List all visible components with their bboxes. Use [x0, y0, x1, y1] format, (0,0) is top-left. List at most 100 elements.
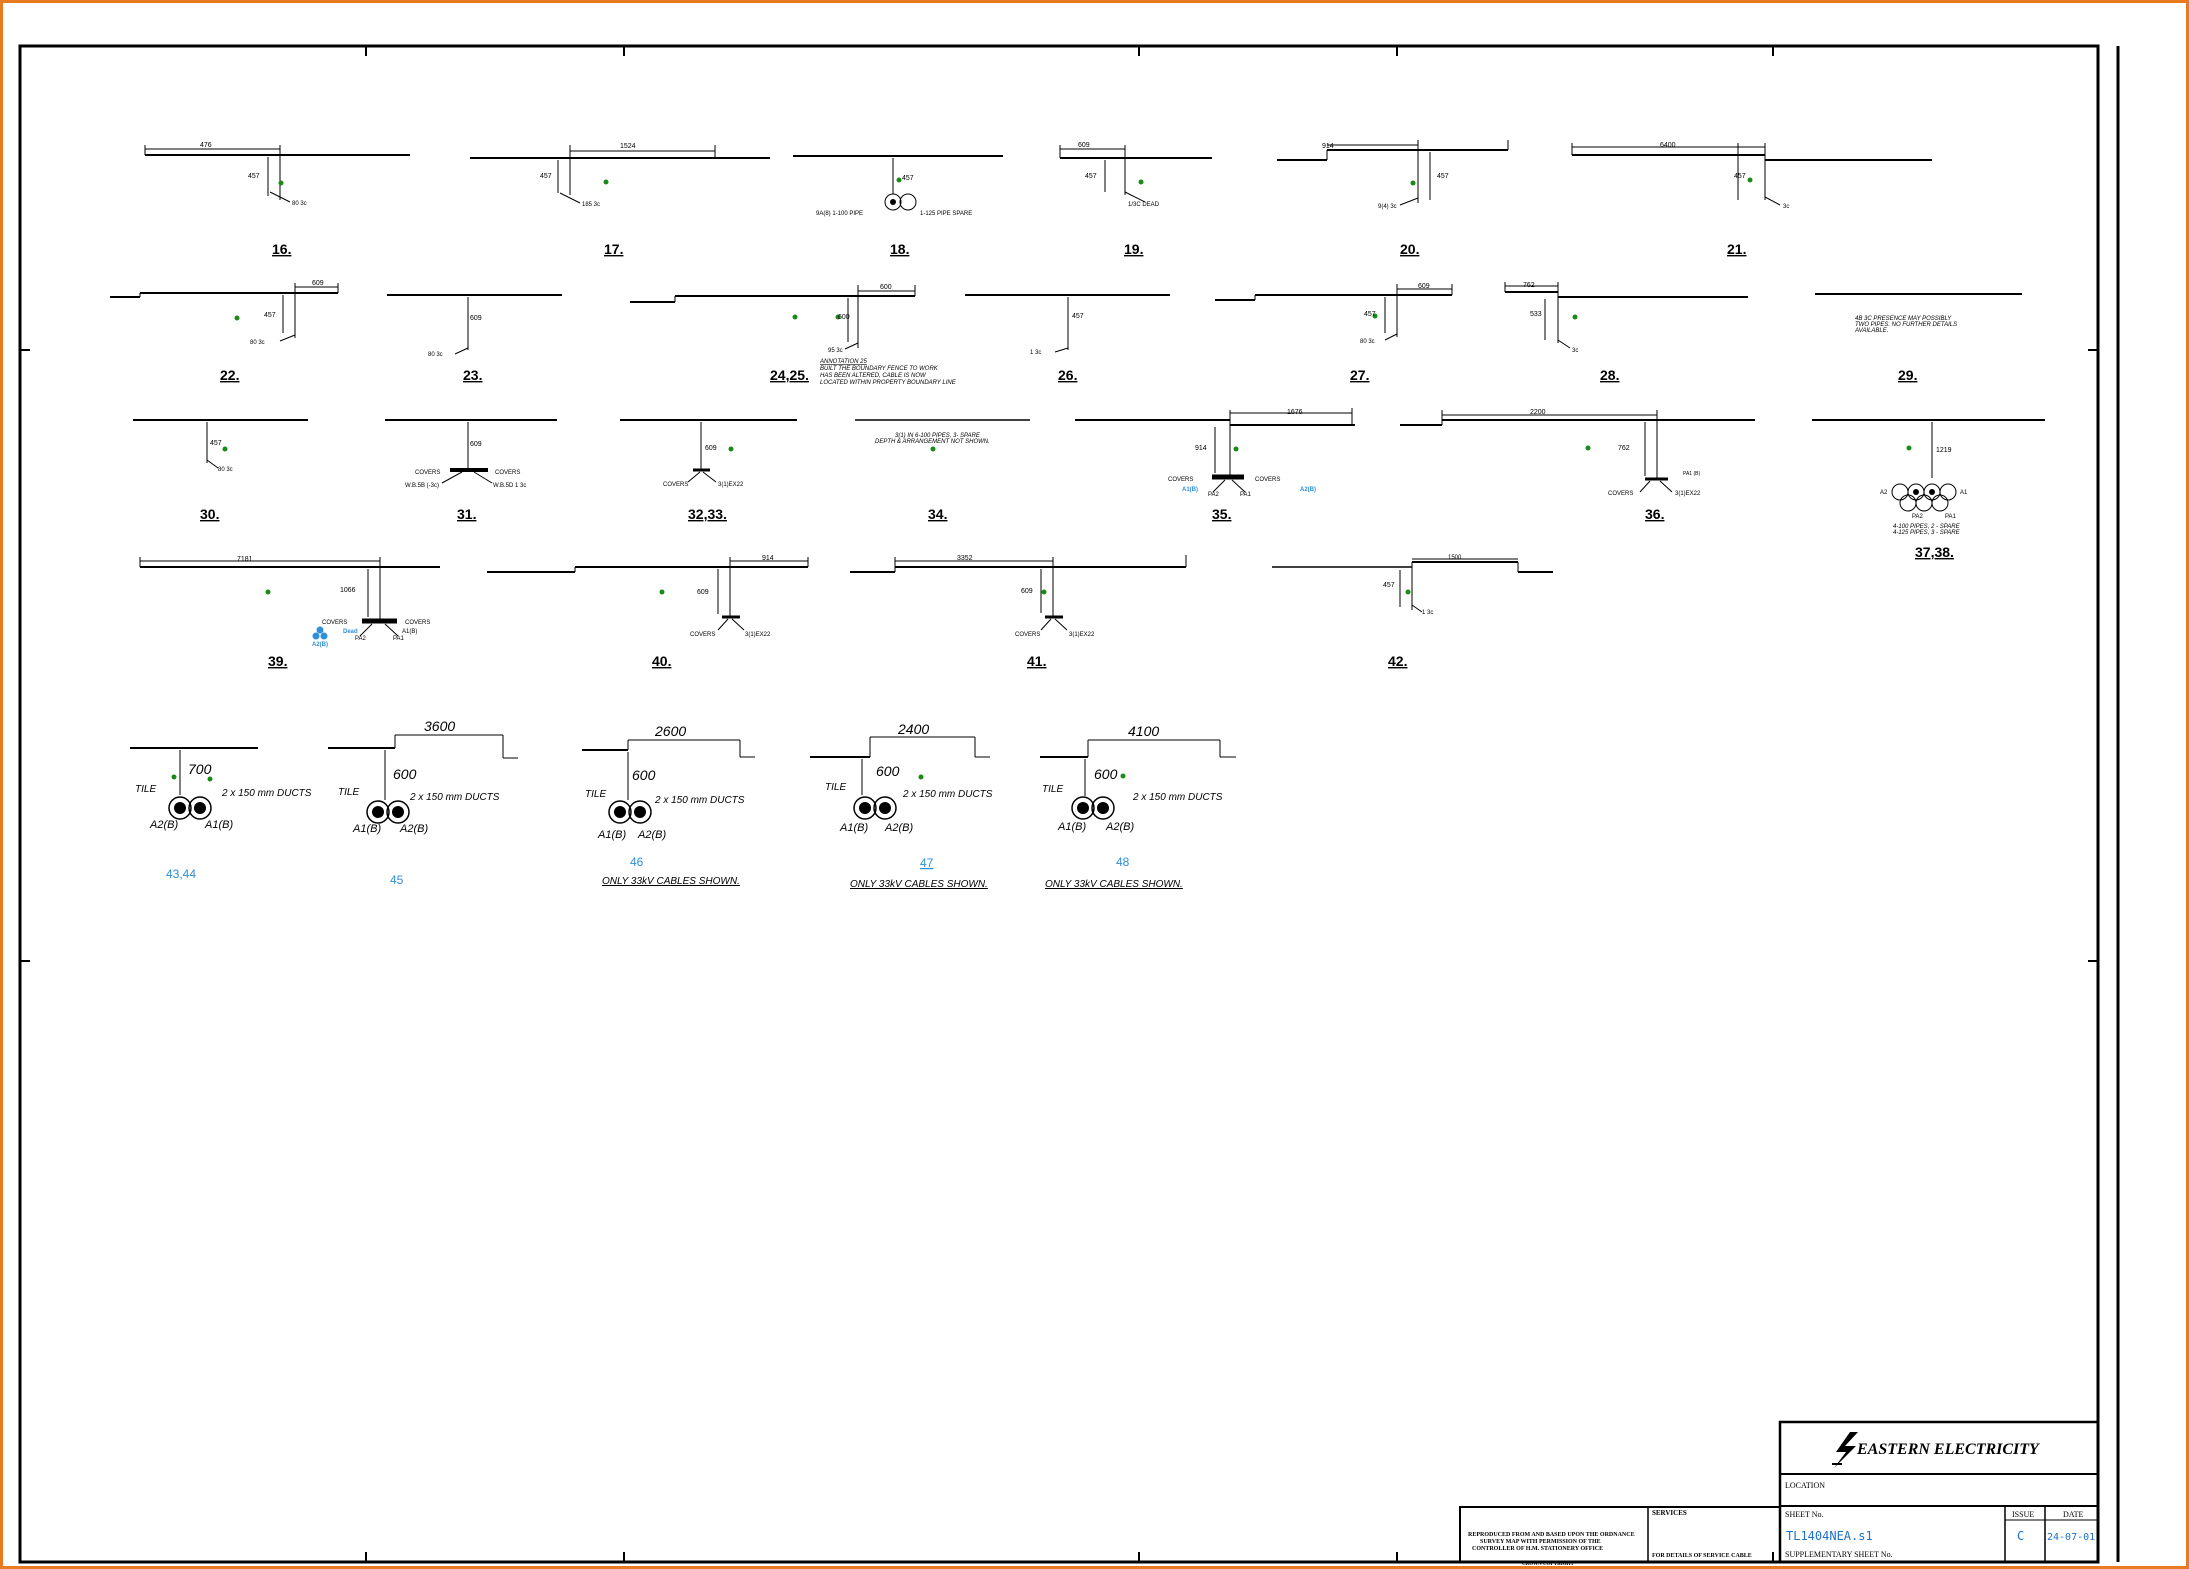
section-29-note-2: TWO PIPES. NO FURTHER DETAILS — [1855, 322, 1957, 328]
issue-label: ISSUE — [2012, 1510, 2034, 1519]
section-28-depth: 533 — [1530, 311, 1542, 318]
section-46-dim: 2600 — [654, 723, 686, 739]
section-16-dim: 476 — [200, 142, 212, 149]
section-48-label: 48 — [1116, 855, 1130, 869]
section-39: 7181 1066 COVERS COVERS PA2 PA1 A1(B) De… — [139, 556, 440, 669]
section-30-depth: 457 — [210, 440, 222, 447]
section-36-note: 3(1)EX22 — [1675, 491, 1701, 497]
services-note: FOR DETAILS OF SERVICE CABLE — [1652, 1553, 1752, 1559]
section-40-dim: 914 — [762, 555, 774, 562]
section-24-25-annotation-1: BUILT THE BOUNDARY FENCE TO WORK — [820, 366, 939, 372]
sheet-no-label: SHEET No. — [1785, 1510, 1824, 1519]
section-42-label: 42. — [1388, 653, 1407, 669]
section-45-a2: A2(B) — [399, 823, 428, 835]
section-40-label: 40. — [652, 653, 671, 669]
section-21-depth: 457 — [1734, 173, 1746, 180]
section-36-dim: 2200 — [1530, 409, 1546, 416]
section-46-tile: TILE — [585, 789, 606, 800]
section-17-depth: 457 — [540, 173, 552, 180]
section-45-label: 45 — [390, 873, 404, 887]
section-43-44-a2: A2(B) — [149, 819, 178, 831]
section-22-note: 80 3c — [250, 340, 265, 346]
section-37-38-note-2: 4-125 PIPES, 3 - SPARE — [1893, 530, 1961, 536]
date-value: 24-07-01 — [2047, 1532, 2095, 1543]
section-47-ducts: 2 x 150 mm DUCTS — [902, 789, 993, 800]
section-21-note: 3c — [1783, 204, 1789, 210]
section-27-depth: 457 — [1364, 311, 1376, 318]
section-17: 1524 457 185 3c 17. — [470, 143, 770, 257]
section-23-depth: 609 — [470, 315, 482, 322]
section-16-depth: 457 — [248, 173, 260, 180]
section-28-note: 3c — [1572, 348, 1578, 354]
section-27-note: 80 3c — [1360, 339, 1375, 345]
section-35-pa2: PA2 — [1208, 492, 1220, 498]
section-43-44-depth: 700 — [188, 761, 212, 777]
section-41-note: 3(1)EX22 — [1069, 632, 1095, 638]
section-19: 609 457 1/3C DEAD 19. — [1059, 142, 1212, 257]
section-16: 476 457 80 3c 16. — [144, 142, 410, 257]
section-35-dim: 1676 — [1287, 409, 1303, 416]
section-29-note-3: AVAILABLE. — [1854, 328, 1888, 334]
supplementary-sheet-label: SUPPLEMENTARY SHEET No. — [1785, 1550, 1893, 1559]
section-40-covers: COVERS — [690, 632, 715, 638]
section-17-label: 17. — [604, 241, 623, 257]
section-46-depth: 600 — [632, 767, 656, 783]
section-39-covers-left: COVERS — [322, 620, 347, 626]
section-39-pa1: PA1 — [393, 636, 405, 642]
section-26: 457 1 3c 26. — [965, 294, 1170, 383]
section-43-44-label: 43,44 — [166, 867, 196, 881]
section-24-25-dim: 600 — [880, 284, 892, 291]
copyright-footer: CROWN COPYRIGHT — [1522, 1562, 1574, 1567]
section-43-44-tile: TILE — [135, 784, 156, 795]
copyright-line-1: REPRODUCED FROM AND BASED UPON THE ORDNA… — [1468, 1532, 1635, 1538]
section-37-38-pa1: PA1 — [1945, 514, 1957, 520]
section-27-label: 27. — [1350, 367, 1369, 383]
section-22-depth: 457 — [264, 312, 276, 319]
section-26-depth: 457 — [1072, 313, 1084, 320]
section-36-depth: 762 — [1618, 445, 1630, 452]
issue-value: C — [2017, 1529, 2024, 1543]
section-20-dim: 914 — [1322, 143, 1334, 150]
section-28-label: 28. — [1600, 367, 1619, 383]
section-45: 3600 600 TILE 2 x 150 mm DUCTS A1(B) A2(… — [328, 718, 518, 887]
location-label: LOCATION — [1785, 1481, 1825, 1490]
section-31-covers-left: COVERS — [415, 470, 440, 476]
section-32-33-depth: 609 — [705, 445, 717, 452]
section-24-25-annotation-title: ANNOTATION 25 — [819, 359, 867, 365]
section-37-38-a1: A1 — [1960, 490, 1968, 496]
section-19-dim: 609 — [1078, 142, 1090, 149]
section-43-44-a1: A1(B) — [204, 819, 233, 831]
section-21-dim: 6400 — [1660, 142, 1676, 149]
section-35-depth: 914 — [1195, 445, 1207, 452]
section-16-label: 16. — [272, 241, 291, 257]
section-24-25: 600 600 95 3c ANNOTATION 25 BUILT THE BO… — [630, 284, 957, 386]
section-30-note: 80 3c — [218, 467, 233, 473]
section-47-a2: A2(B) — [884, 822, 913, 834]
section-41-covers: COVERS — [1015, 632, 1040, 638]
lightning-logo-icon — [1832, 1432, 1858, 1468]
section-39-a2: A2(B) — [312, 642, 328, 648]
section-34-note-1: 3(1) IN 6-100 PIPES, 3- SPARE — [895, 433, 981, 439]
section-40-note: 3(1)EX22 — [745, 632, 771, 638]
section-41-depth: 609 — [1021, 588, 1033, 595]
section-31-label: 31. — [457, 506, 476, 522]
section-32-33-covers: COVERS — [663, 482, 688, 488]
section-40: 914 609 COVERS 3(1)EX22 40. — [487, 555, 809, 669]
section-21: 6400 457 3c 21. — [1571, 142, 1932, 257]
section-35: 1676 914 COVERS COVERS A1(B) A2(B) PA2 P… — [1075, 408, 1355, 522]
section-35-pa1: PA1 — [1240, 492, 1252, 498]
section-34-note-2: DEPTH & ARRANGEMENT NOT SHOWN. — [875, 439, 990, 445]
section-48-a1: A1(B) — [1057, 821, 1086, 833]
section-31-note-right: W.B.5D 1 3c — [493, 483, 526, 489]
section-45-ducts: 2 x 150 mm DUCTS — [409, 792, 500, 803]
section-37-38-a2: A2 — [1880, 490, 1888, 496]
section-18: 457 9A(8) 1-100 PIPE 1-125 PIPE SPARE 18… — [793, 155, 1003, 257]
copyright-line-3: CONTROLLER OF H.M. STATIONERY OFFICE — [1472, 1546, 1603, 1552]
section-48-ducts: 2 x 150 mm DUCTS — [1132, 792, 1223, 803]
section-45-dim: 3600 — [424, 718, 455, 734]
section-22-label: 22. — [220, 367, 239, 383]
section-20-depth: 457 — [1437, 173, 1449, 180]
company-name: EASTERN ELECTRICITY — [1856, 1441, 2040, 1458]
section-41-label: 41. — [1027, 653, 1046, 669]
